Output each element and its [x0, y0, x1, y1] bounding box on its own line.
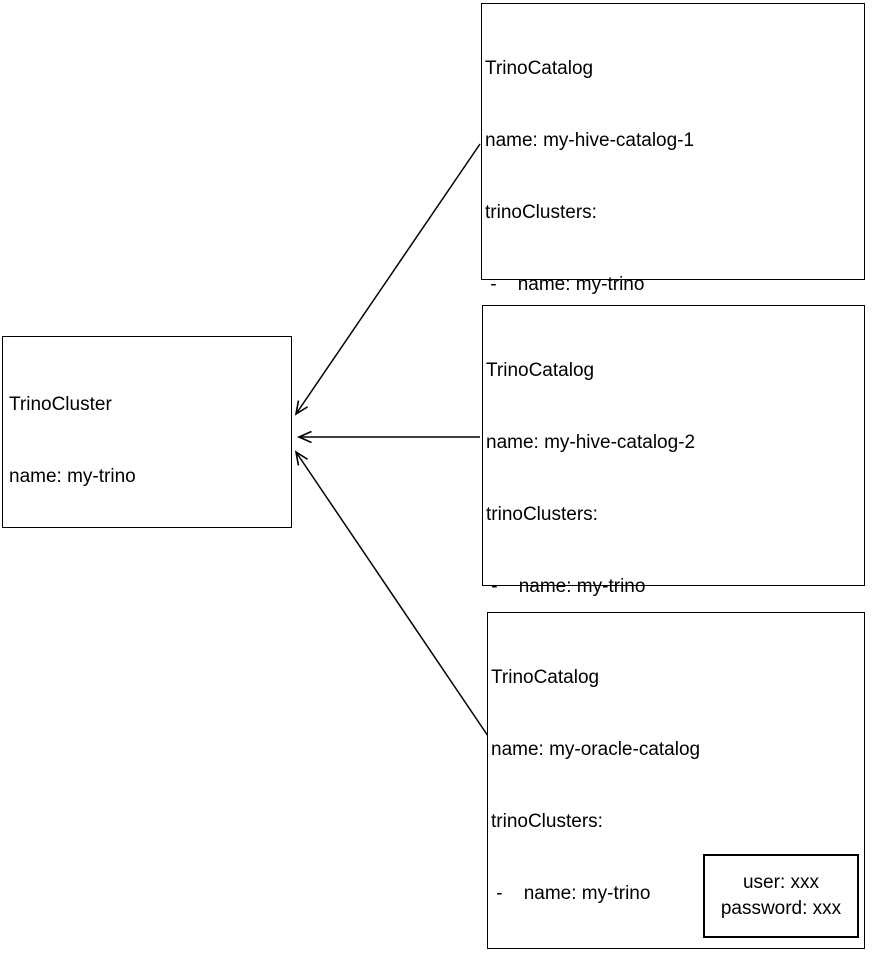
edge-oracle-catalog-to-cluster [296, 452, 489, 737]
node-oracle-credentials-secret[interactable]: user: xxx password: xxx [703, 854, 859, 938]
secret-line-user: user: xxx [742, 872, 820, 893]
catalog-2-line-3: - name: my-trino [486, 576, 646, 597]
catalog-1-line-0: TrinoCatalog [485, 58, 594, 79]
node-trino-catalog-hive-2[interactable]: TrinoCatalog name: my-hive-catalog-2 tri… [482, 305, 865, 885]
catalog-3-line-3: - name: my-trino [491, 883, 651, 904]
catalog-2-line-1: name: my-hive-catalog-2 [486, 432, 696, 453]
edge-hive-catalog-1-to-cluster [296, 143, 481, 414]
catalog-3-line-0: TrinoCatalog [491, 667, 600, 688]
cluster-line-0: TrinoCluster [9, 394, 112, 415]
trino-cluster-yaml: TrinoCluster name: my-trino [9, 345, 287, 537]
catalog-1-line-2: trinoClusters: [485, 202, 597, 223]
catalog-3-yaml: TrinoCatalog name: my-oracle-catalog tri… [491, 618, 860, 954]
catalog-3-line-2: trinoClusters: [491, 811, 603, 832]
catalog-2-line-0: TrinoCatalog [486, 360, 595, 381]
node-trino-cluster[interactable]: TrinoCluster name: my-trino [2, 336, 292, 528]
catalog-1-line-3: - name: my-trino [485, 274, 645, 295]
cluster-line-1: name: my-trino [9, 466, 136, 487]
secret-line-password: password: xxx [720, 898, 842, 919]
node-trino-catalog-oracle[interactable]: TrinoCatalog name: my-oracle-catalog tri… [487, 612, 865, 949]
node-trino-catalog-hive-1[interactable]: TrinoCatalog name: my-hive-catalog-1 tri… [481, 3, 865, 655]
catalog-2-line-2: trinoClusters: [486, 504, 598, 525]
catalog-3-line-1: name: my-oracle-catalog [491, 739, 701, 760]
catalog-1-line-1: name: my-hive-catalog-1 [485, 130, 695, 151]
